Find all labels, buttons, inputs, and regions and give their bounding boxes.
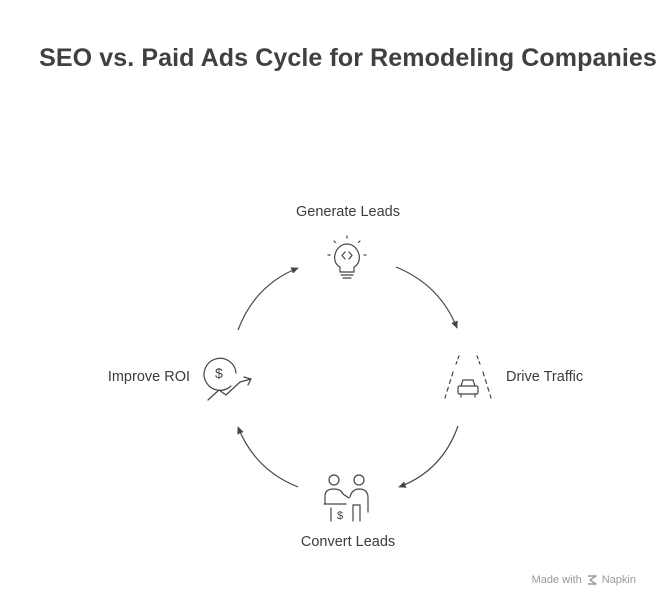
- napkin-logo-icon: [587, 575, 597, 585]
- step-label-drive-traffic: Drive Traffic: [506, 369, 584, 385]
- napkin-brand-text: Napkin: [601, 574, 636, 586]
- made-with-napkin-badge[interactable]: Made with Napkin: [532, 574, 636, 586]
- diagram-title: SEO vs. Paid Ads Cycle for Remodeling Co…: [39, 44, 657, 72]
- svg-text:$: $: [215, 365, 223, 381]
- step-label-improve-roi: Improve ROI: [107, 369, 190, 385]
- dollar-growth-icon: $: [203, 357, 252, 401]
- step-label-generate-leads: Generate Leads: [296, 204, 400, 220]
- made-with-text: Made with: [531, 574, 582, 586]
- step-label-convert-leads: Convert Leads: [300, 534, 396, 550]
- lightbulb-code-icon: [327, 235, 367, 279]
- svg-text:$: $: [337, 510, 343, 522]
- arrow-improve-to-generate: [237, 267, 299, 331]
- car-road-icon: [444, 355, 492, 399]
- arrow-generate-to-drive: [395, 266, 458, 329]
- arrow-convert-to-improve: [237, 426, 299, 488]
- arrow-drive-to-convert: [398, 425, 459, 488]
- handshake-payment-icon: $: [323, 474, 369, 522]
